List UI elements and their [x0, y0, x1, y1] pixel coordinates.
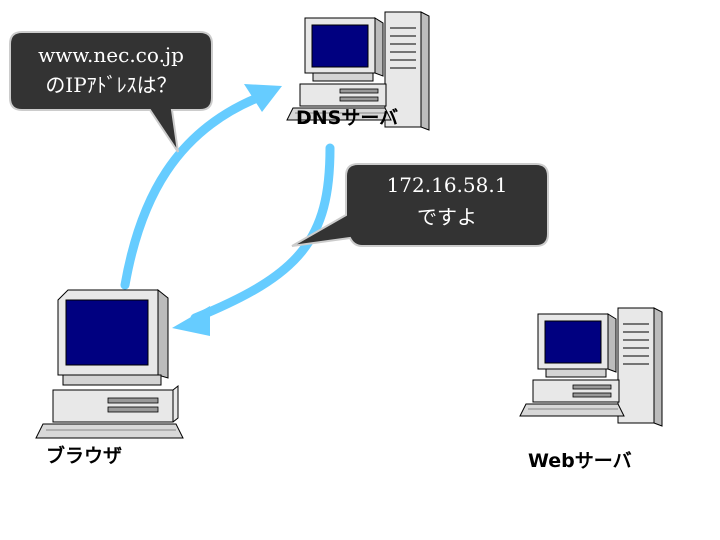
browser-label: ブラウザ	[46, 444, 122, 467]
answer-line-2: ですよ	[417, 205, 477, 229]
web-server-label: Webサーバ	[528, 450, 632, 472]
answer-speech-bubble: 172.16.58.1 ですよ	[291, 163, 549, 247]
query-speech-bubble: www.nec.co.jp のIPｱﾄﾞﾚｽは？	[9, 31, 213, 153]
dns-server-label: DNSサーバ	[296, 107, 398, 129]
query-line-2: のIPｱﾄﾞﾚｽは？	[45, 73, 176, 97]
response-arrow	[172, 143, 335, 336]
query-line-1: www.nec.co.jp	[38, 43, 184, 67]
web-server-computer	[519, 307, 663, 427]
query-arrow	[120, 84, 282, 290]
answer-line-1: 172.16.58.1	[387, 173, 508, 197]
browser-computer	[35, 289, 184, 439]
